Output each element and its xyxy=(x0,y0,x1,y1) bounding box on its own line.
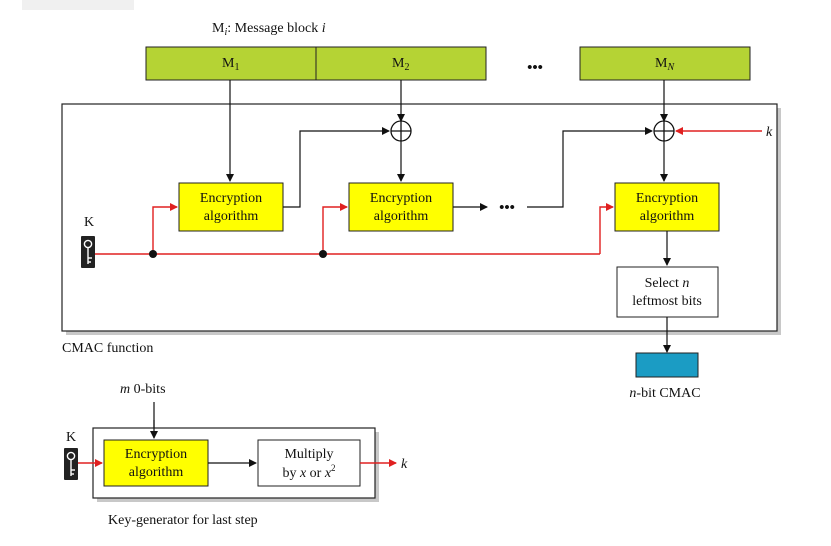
cmac-function-label: CMAC function xyxy=(62,341,153,356)
keygen-title: Key-generator for last step xyxy=(108,513,258,528)
cmac-output-label: n-bit CMAC xyxy=(629,386,700,401)
encryption-box-2 xyxy=(348,182,454,232)
message-block-m1-label: M1 xyxy=(222,56,239,73)
k-input-label: k xyxy=(766,125,773,140)
key-icon xyxy=(81,236,95,268)
key-junction-2 xyxy=(319,250,327,258)
message-block-legend: Mi: Message block i xyxy=(212,21,326,38)
keygen-key-icon xyxy=(64,448,78,480)
chain-to-xor2-wire xyxy=(527,127,653,208)
message-block-m2-label: M2 xyxy=(392,56,409,73)
keygen-encryption-line1: Encryption xyxy=(125,447,187,462)
multiply-line2: by x or x2 xyxy=(282,463,335,481)
keygen-encryption-box xyxy=(103,439,209,487)
key-junction-1 xyxy=(149,250,157,258)
encryption-box-2-line2: algorithm xyxy=(374,209,429,224)
message-block-m1 xyxy=(145,46,317,81)
encryption-box-n-line1: Encryption xyxy=(636,191,698,206)
key-to-encn-wire xyxy=(599,203,614,254)
encryption-box-1 xyxy=(178,182,284,232)
encryption-box-n-line2: algorithm xyxy=(640,209,695,224)
encryption-box-1-line2: algorithm xyxy=(204,209,259,224)
select-bits-line1: Select n xyxy=(645,276,690,291)
multiply-line1: Multiply xyxy=(284,447,333,462)
cmac-output-block xyxy=(635,352,699,378)
message-block-mn-label: MN xyxy=(655,56,675,73)
zero-bits-label: m 0-bits xyxy=(120,382,166,397)
top-left-strip xyxy=(22,0,134,10)
select-bits-box xyxy=(616,266,719,318)
keygen-key-label: K xyxy=(66,430,76,445)
enc1-to-xor1-wire xyxy=(283,127,390,208)
encryption-box-n xyxy=(614,182,720,232)
keygen-k-label: k xyxy=(401,457,408,472)
encryption-box-2-line1: Encryption xyxy=(370,191,432,206)
message-ellipsis: ••• xyxy=(527,60,543,76)
keygen-encryption-line2: algorithm xyxy=(129,465,184,480)
message-block-m2 xyxy=(315,46,487,81)
key-to-enc2-wire xyxy=(322,203,348,254)
chain-ellipsis: ••• xyxy=(499,200,515,216)
key-to-enc1-wire xyxy=(152,203,178,254)
message-block-mn xyxy=(579,46,751,81)
key-label: K xyxy=(84,215,94,230)
multiply-box xyxy=(257,439,361,487)
encryption-box-1-line1: Encryption xyxy=(200,191,262,206)
select-bits-line2: leftmost bits xyxy=(632,294,702,309)
